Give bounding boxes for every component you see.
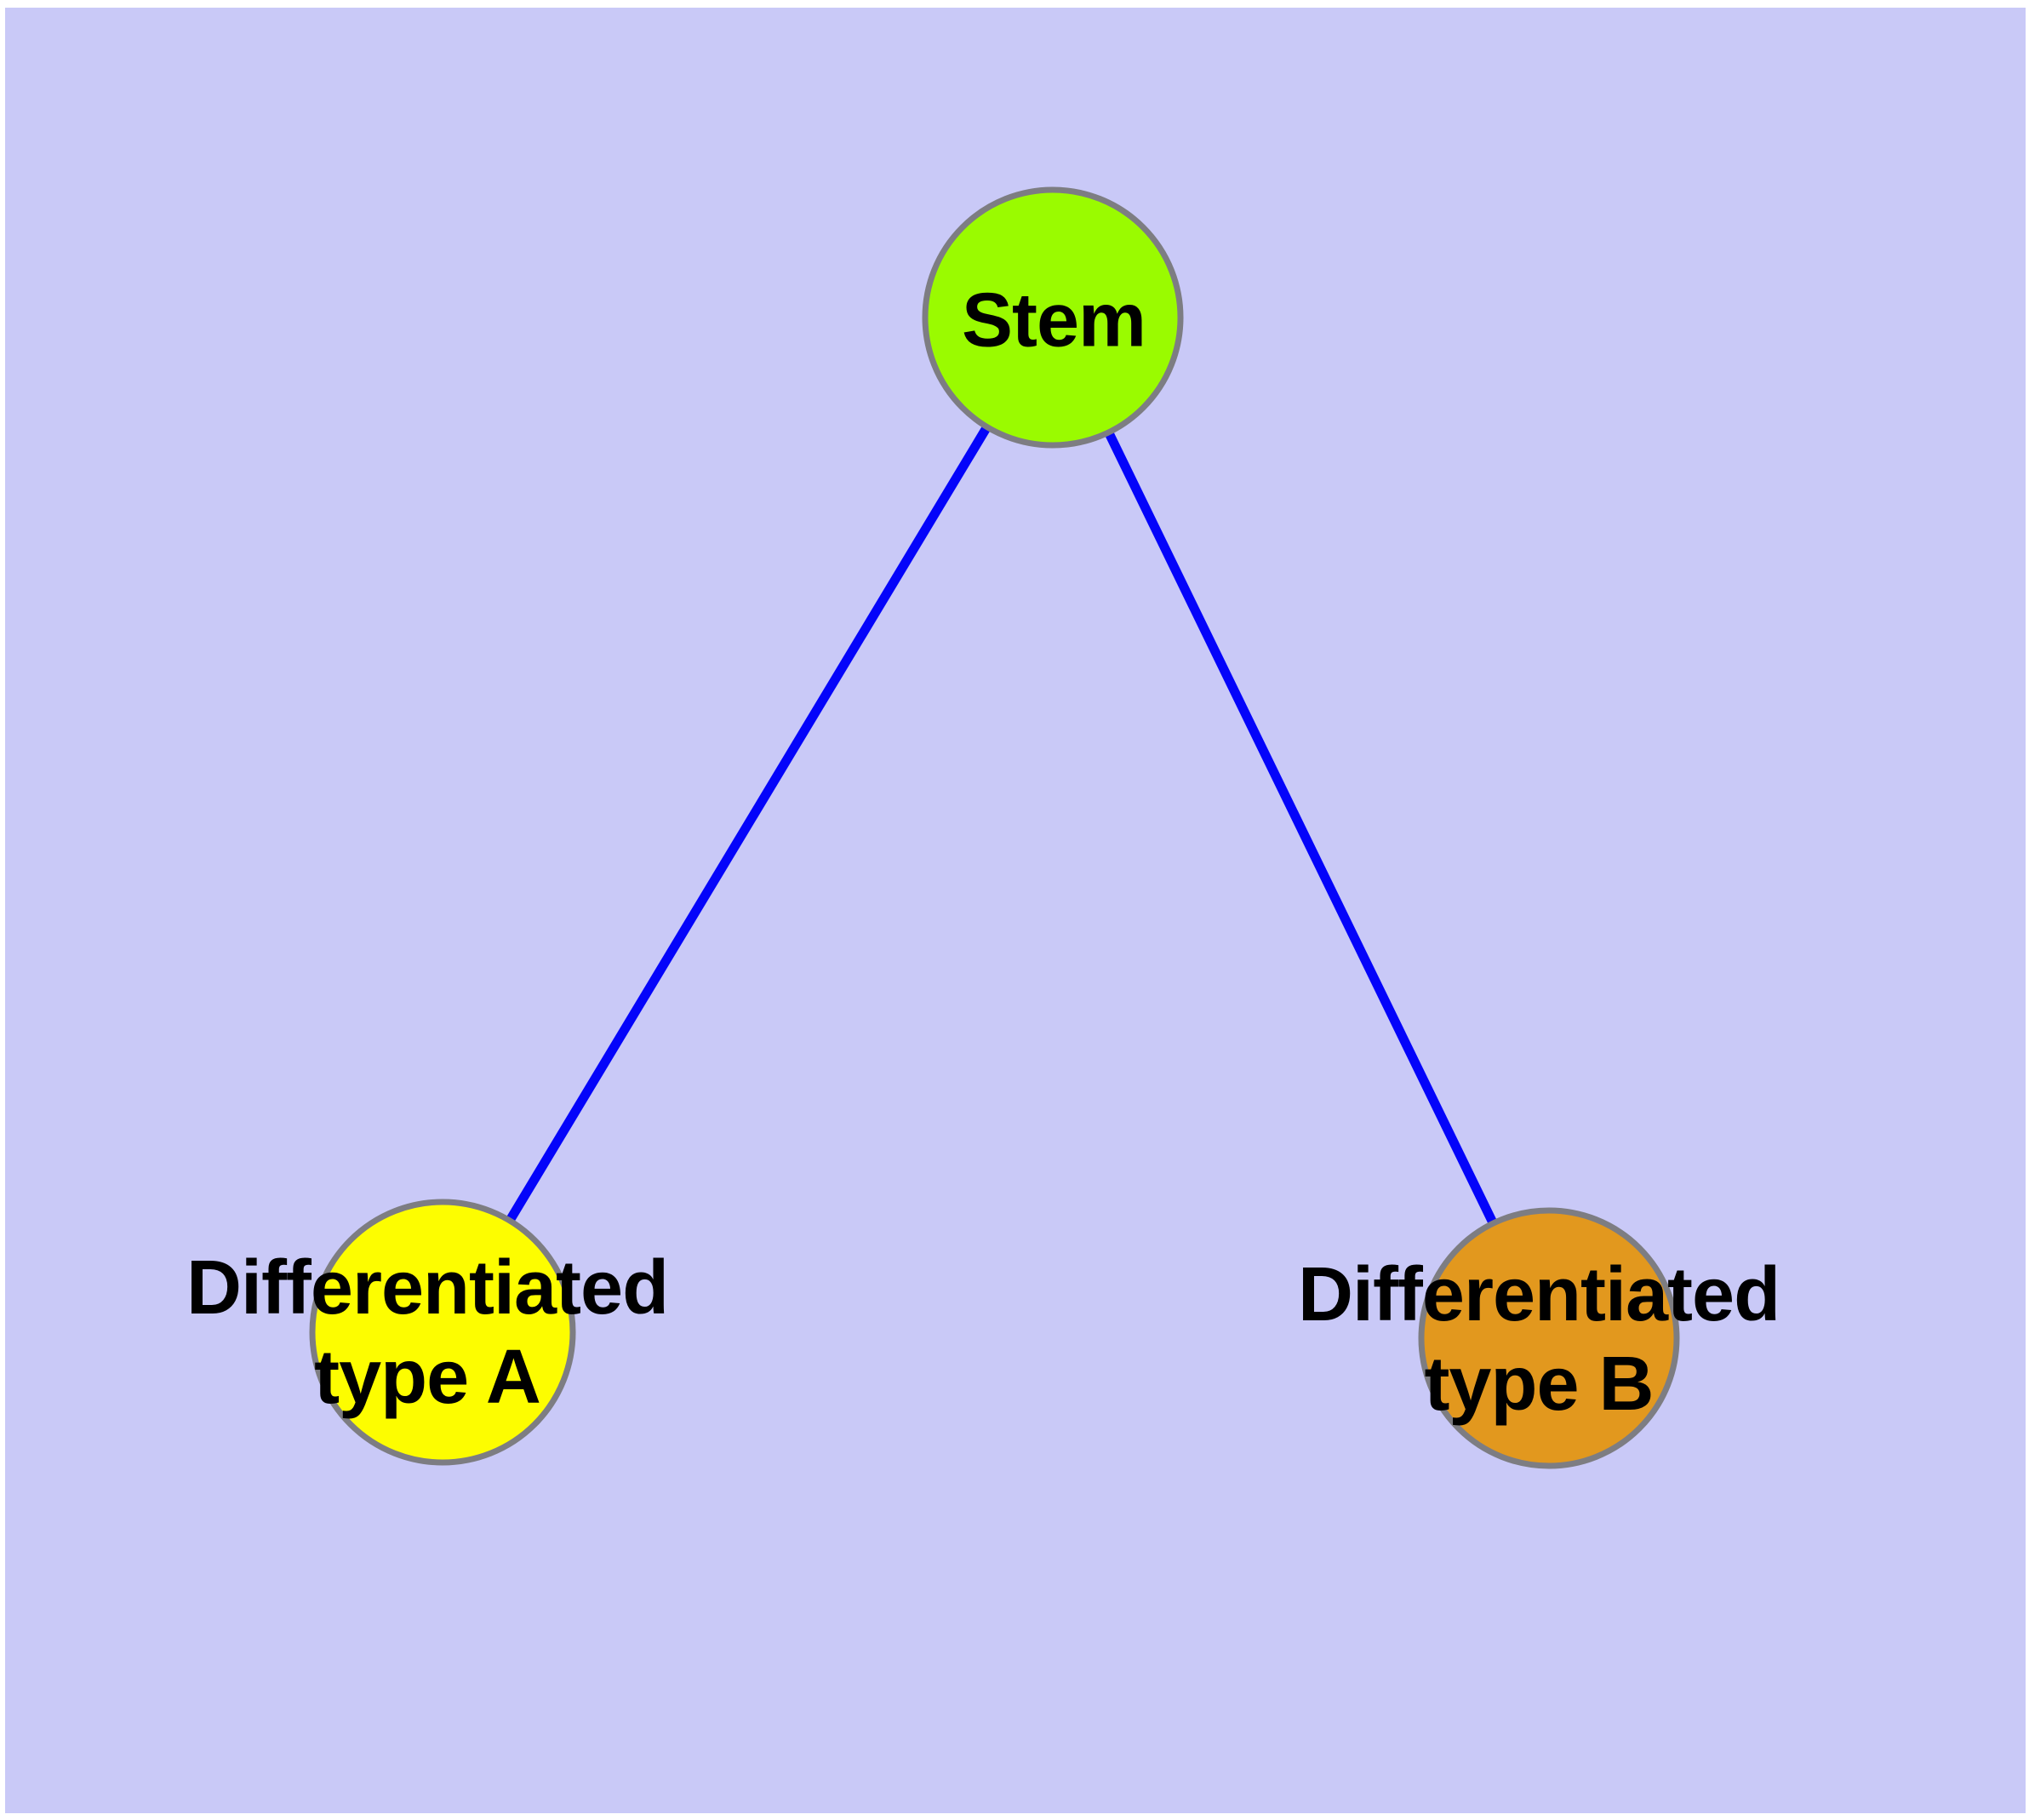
node-type-a-label: Differentiated type A bbox=[186, 1245, 669, 1420]
node-stem-label: Stem bbox=[961, 278, 1146, 363]
node-type-b-circle bbox=[1418, 1207, 1680, 1469]
edge-stem-to-type-b bbox=[1049, 315, 1553, 1341]
node-type-a-circle bbox=[309, 1199, 576, 1466]
edge-stem-to-type-a bbox=[438, 315, 1057, 1335]
node-stem-circle bbox=[922, 186, 1184, 449]
node-type-b-label: Differentiated type B bbox=[1297, 1252, 1780, 1427]
